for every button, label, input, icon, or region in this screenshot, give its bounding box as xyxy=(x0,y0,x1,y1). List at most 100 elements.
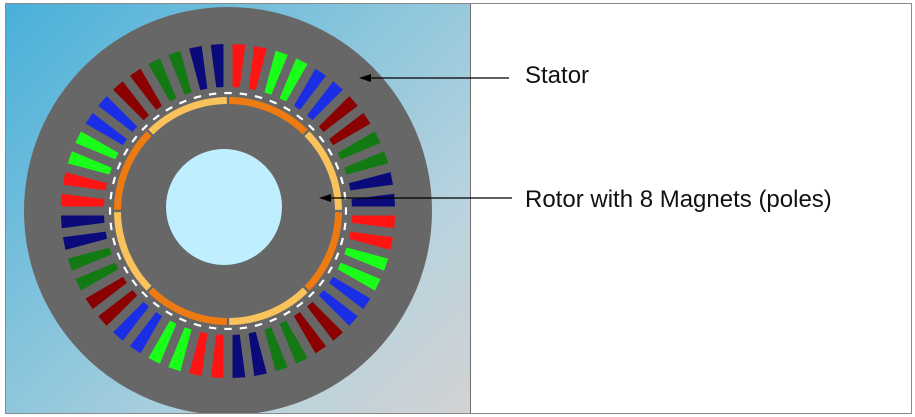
tooth-tip xyxy=(239,326,248,330)
tooth-tip xyxy=(283,310,291,316)
tooth-tip xyxy=(296,114,304,121)
winding-slot xyxy=(307,301,343,341)
winding-slot xyxy=(348,172,394,191)
tooth-tip xyxy=(269,317,277,323)
winding-slot xyxy=(148,58,177,102)
tooth-tip xyxy=(193,95,202,100)
winding-slot xyxy=(60,215,105,229)
winding-slot xyxy=(348,231,394,250)
tooth-tip xyxy=(269,99,277,105)
tooth-tip xyxy=(141,124,149,132)
winding-slot xyxy=(318,290,358,326)
winding-slot xyxy=(307,81,343,121)
tooth-tip xyxy=(318,279,325,287)
winding-slot xyxy=(248,45,267,91)
tooth-tip xyxy=(339,237,344,246)
winding-slot xyxy=(318,96,358,132)
tooth-tip xyxy=(327,266,333,274)
winding-slot xyxy=(337,262,381,291)
winding-slot xyxy=(113,81,149,121)
stator-tooth-tips xyxy=(108,91,348,331)
tooth-tip xyxy=(112,176,117,185)
tooth-tip xyxy=(208,326,217,330)
winding-slot xyxy=(168,327,192,372)
stator-label: Stator xyxy=(525,62,590,89)
tooth-tip xyxy=(165,310,173,316)
winding-slot xyxy=(232,334,246,379)
winding-slot xyxy=(279,320,308,364)
winding-slot xyxy=(210,43,224,88)
tooth-tip xyxy=(109,191,113,200)
winding-slot xyxy=(264,50,288,95)
tooth-tip xyxy=(334,162,340,170)
winding-slot xyxy=(293,312,327,354)
rotor-arrow xyxy=(319,194,512,202)
winding-slot xyxy=(232,43,246,88)
tooth-tip xyxy=(239,92,248,96)
winding-slot xyxy=(98,96,138,132)
callout-arrows xyxy=(319,74,512,202)
winding-slot xyxy=(248,331,267,377)
winding-slot xyxy=(67,247,112,271)
winding-slot xyxy=(129,68,163,110)
tooth-tip xyxy=(334,252,340,260)
tooth-tip xyxy=(116,252,122,260)
shaft-bore xyxy=(166,149,282,265)
tooth-tip xyxy=(123,148,129,156)
winding-slot xyxy=(264,327,288,372)
winding-slot xyxy=(75,262,119,291)
tooth-tip xyxy=(254,95,263,100)
winding-slot xyxy=(113,301,149,341)
tooth-tip xyxy=(318,135,325,143)
winding-slot xyxy=(293,68,327,110)
winding-slot xyxy=(351,215,396,229)
winding-slot xyxy=(129,312,163,354)
tooth-tip xyxy=(339,176,344,185)
tooth-tip xyxy=(165,106,173,112)
tooth-tip xyxy=(123,266,129,274)
winding-slot xyxy=(62,231,108,250)
winding-slot xyxy=(210,334,224,379)
tooth-tip xyxy=(307,290,315,298)
tooth-tip xyxy=(307,124,315,132)
winding-slot xyxy=(148,320,177,364)
winding-slot xyxy=(329,276,371,310)
tooth-tip xyxy=(131,279,138,287)
winding-slot xyxy=(168,50,192,95)
winding-slot xyxy=(75,131,119,160)
tooth-tip xyxy=(112,237,117,246)
rotor-label: Rotor with 8 Magnets (poles) xyxy=(525,186,832,213)
motor-panel xyxy=(6,4,471,413)
winding-slot xyxy=(329,112,371,146)
tooth-tip xyxy=(296,301,304,308)
tooth-tip xyxy=(193,322,202,327)
winding-slot xyxy=(85,276,127,310)
winding-slot xyxy=(344,151,389,175)
tooth-tip xyxy=(152,301,160,308)
tooth-tip xyxy=(109,222,113,231)
stator-windings xyxy=(60,43,396,379)
winding-slot xyxy=(62,172,108,191)
winding-slot xyxy=(60,193,105,207)
motor-cross-section xyxy=(24,7,432,413)
tooth-tip xyxy=(283,106,291,112)
winding-slot xyxy=(279,58,308,102)
winding-slot xyxy=(189,331,208,377)
winding-slot xyxy=(67,151,112,175)
winding-slot xyxy=(337,131,381,160)
diagram-frame: Stator Rotor with 8 Magnets (poles) xyxy=(5,3,912,414)
winding-slot xyxy=(344,247,389,271)
winding-slot xyxy=(85,112,127,146)
tooth-tip xyxy=(152,114,160,121)
tooth-tip xyxy=(179,317,187,323)
tooth-tip xyxy=(327,148,333,156)
tooth-tip xyxy=(179,99,187,105)
tooth-tip xyxy=(343,222,347,231)
tooth-tip xyxy=(141,290,149,298)
winding-slot xyxy=(98,290,138,326)
tooth-tip xyxy=(116,162,122,170)
tooth-tip xyxy=(254,322,263,327)
stator-arrow xyxy=(359,74,509,82)
winding-slot xyxy=(189,45,208,91)
tooth-tip xyxy=(131,135,138,143)
